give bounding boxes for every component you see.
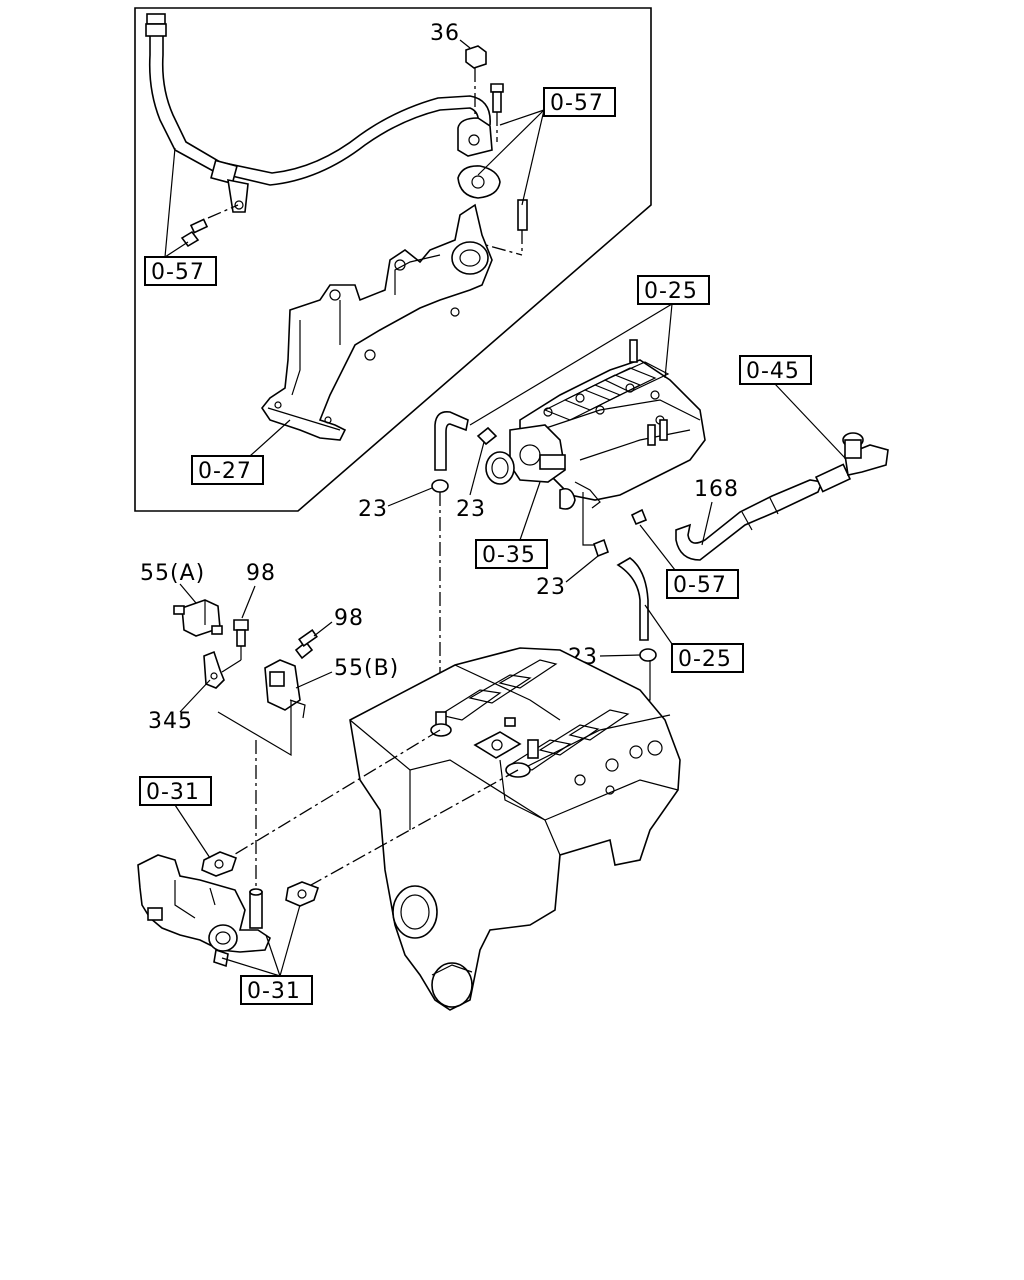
callout-box-0-57-left bbox=[144, 256, 217, 286]
inset-frame bbox=[134, 7, 652, 512]
thermostat-housing bbox=[137, 854, 271, 968]
nut-36 bbox=[465, 45, 487, 118]
label-98-b: 98 bbox=[334, 606, 364, 631]
vacuum-hose-left bbox=[434, 410, 469, 471]
label-0-57-top: 0-57 bbox=[550, 91, 604, 116]
hose-clamp-23c bbox=[593, 538, 609, 558]
label-23-a: 23 bbox=[358, 497, 388, 522]
hose-clamp-23b bbox=[476, 426, 498, 446]
callout-box-0-45 bbox=[739, 355, 812, 385]
callout-box-0-57-top bbox=[543, 87, 616, 117]
intake-manifold bbox=[485, 339, 706, 510]
label-0-35: 0-35 bbox=[482, 543, 536, 568]
engine-block bbox=[349, 647, 681, 1011]
bolt-upper bbox=[490, 83, 504, 142]
pcv-hose-168 bbox=[675, 432, 889, 561]
label-36: 36 bbox=[430, 21, 460, 46]
label-98-a: 98 bbox=[246, 561, 276, 586]
label-0-57-left: 0-57 bbox=[151, 260, 205, 285]
callout-box-0-25-mid bbox=[671, 643, 744, 673]
hose-clamp-23d bbox=[639, 648, 657, 662]
bolt-98b bbox=[294, 629, 318, 660]
callout-box-0-25-top bbox=[637, 275, 710, 305]
label-0-25-mid: 0-25 bbox=[678, 647, 732, 672]
gasket-031b bbox=[285, 881, 320, 907]
bolt-left bbox=[180, 204, 239, 248]
hose-clamp-23a bbox=[431, 479, 449, 493]
callout-box-0-31-top bbox=[139, 776, 212, 806]
label-0-31-top: 0-31 bbox=[146, 780, 200, 805]
callout-box-0-31-bot bbox=[240, 975, 313, 1005]
bolt-mid bbox=[630, 508, 648, 526]
callout-box-0-27 bbox=[191, 455, 264, 485]
vacuum-hose-mid bbox=[616, 557, 649, 641]
bolt-98a bbox=[233, 619, 249, 660]
egr-pipe bbox=[145, 13, 493, 213]
label-0-25-top: 0-25 bbox=[644, 279, 698, 304]
label-55a: 55(A) bbox=[140, 561, 205, 586]
vsv-55a bbox=[173, 599, 223, 637]
callout-box-0-57-mid bbox=[666, 569, 739, 599]
egr-gasket bbox=[457, 165, 501, 199]
callout-box-0-35 bbox=[475, 539, 548, 569]
label-55b: 55(B) bbox=[334, 656, 399, 681]
exhaust-manifold bbox=[261, 203, 493, 441]
vsv-55b bbox=[264, 659, 306, 719]
label-0-31-bot: 0-31 bbox=[247, 979, 301, 1004]
gasket-031a bbox=[201, 851, 238, 877]
label-0-45: 0-45 bbox=[746, 359, 800, 384]
label-0-27: 0-27 bbox=[198, 459, 252, 484]
label-0-57-mid: 0-57 bbox=[673, 573, 727, 598]
label-23-c: 23 bbox=[536, 575, 566, 600]
label-23-b: 23 bbox=[456, 497, 486, 522]
label-345: 345 bbox=[148, 709, 193, 734]
label-168: 168 bbox=[694, 477, 739, 502]
